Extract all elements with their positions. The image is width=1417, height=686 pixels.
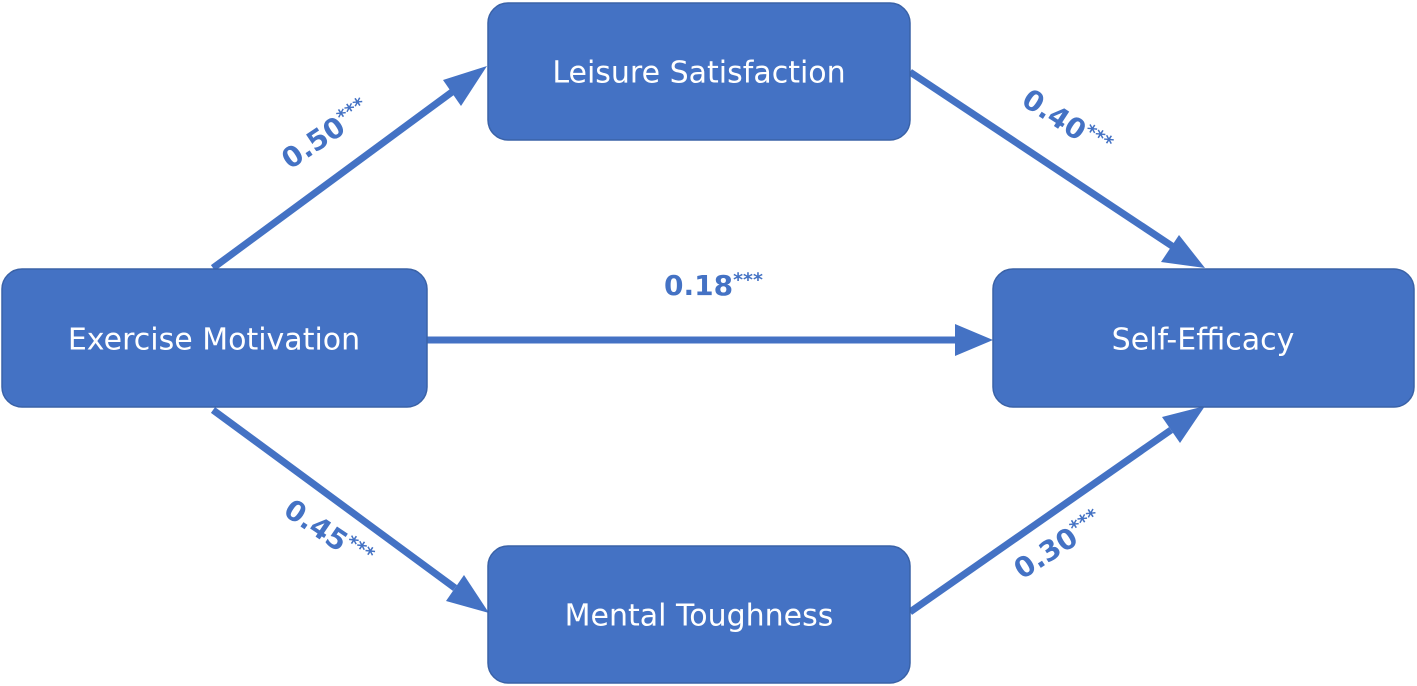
arrow-motivation-to-efficacy (427, 324, 993, 356)
node-leisure-satisfaction: Leisure Satisfaction (487, 2, 911, 141)
node-exercise-motivation: Exercise Motivation (1, 268, 428, 408)
node-label-mental-toughness: Mental Toughness (565, 599, 834, 634)
node-label-leisure-satisfaction: Leisure Satisfaction (552, 56, 845, 91)
arrow-motivation-to-leisure (210, 66, 487, 271)
coefficient-motivation-to-efficacy: 0.18*** (664, 269, 763, 302)
coefficient-toughness-to-efficacy: 0.30*** (1008, 504, 1109, 586)
arrow-toughness-to-efficacy (907, 406, 1205, 615)
node-label-self-efficacy: Self-Efficacy (1112, 323, 1295, 358)
coefficient-motivation-to-toughness: 0.45*** (278, 492, 378, 575)
arrow-motivation-to-toughness (210, 407, 489, 613)
node-self-efficacy: Self-Efficacy (992, 268, 1415, 408)
arrow-leisure-to-efficacy (908, 69, 1205, 268)
node-mental-toughness: Mental Toughness (487, 545, 911, 684)
node-label-exercise-motivation: Exercise Motivation (68, 323, 360, 358)
